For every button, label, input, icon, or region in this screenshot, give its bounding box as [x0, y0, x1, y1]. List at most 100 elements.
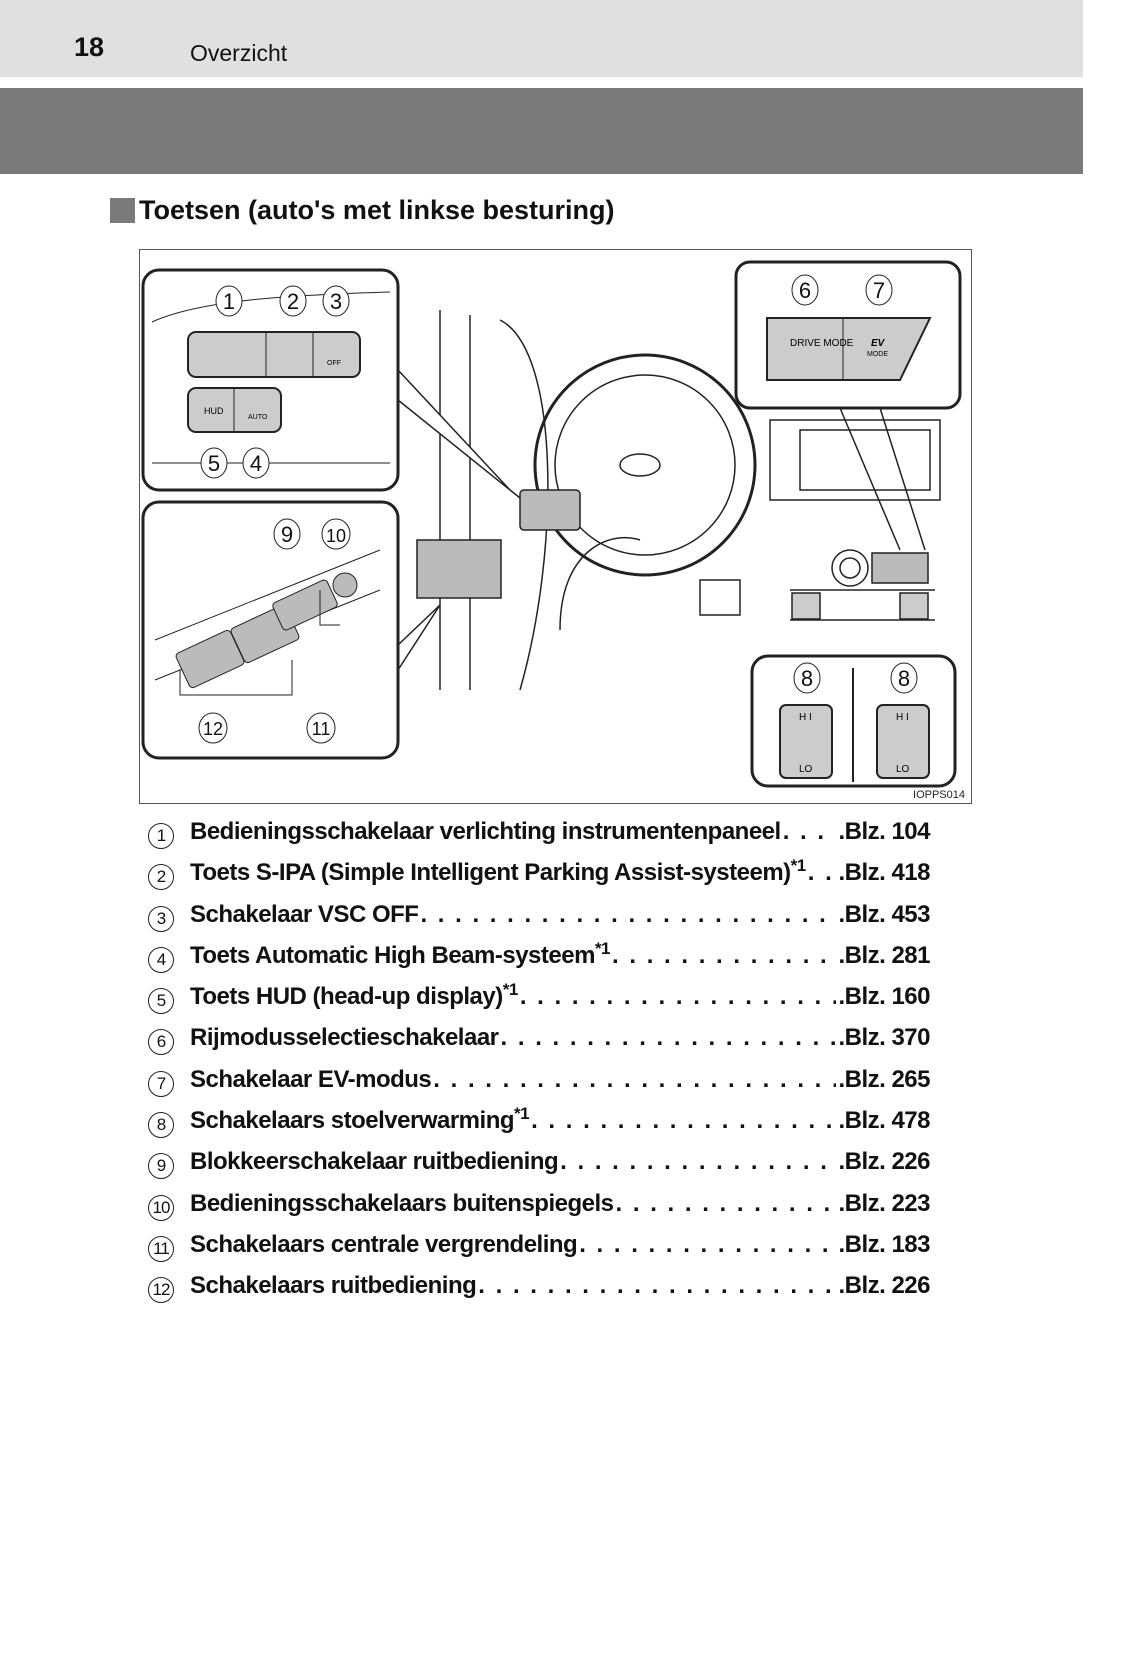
legend-item: 4 Toets Automatic High Beam-systeem*1 .B… — [148, 939, 930, 980]
page-reference: .Blz. 183 — [838, 1230, 930, 1258]
callout-12: 12 — [198, 712, 228, 744]
page-reference: .Blz. 418 — [838, 859, 930, 887]
item-label: Schakelaar VSC OFF — [190, 900, 419, 928]
item-number: 3 — [148, 905, 174, 932]
callout-2: 2 — [279, 285, 307, 317]
callout-4: 4 — [242, 447, 270, 479]
ev-label: EV — [871, 338, 886, 349]
svg-text:2: 2 — [287, 289, 299, 314]
page-reference: .Blz. 265 — [838, 1065, 930, 1093]
svg-text:1: 1 — [223, 289, 235, 314]
item-label: Blokkeerschakelaar ruitbediening — [190, 1148, 559, 1176]
dashboard-drawing: OFF HUD AUTO DRIVE MODE EV MODE H I H I … — [141, 260, 962, 788]
svg-text:8: 8 — [801, 666, 813, 691]
item-number: 2 — [148, 864, 174, 891]
hi-label-left: H I — [799, 712, 812, 723]
callout-9: 9 — [273, 518, 301, 550]
item-number: 10 — [148, 1194, 174, 1221]
legend-item: 2 Toets S-IPA (Simple Intelligent Parkin… — [148, 856, 930, 897]
item-number: 9 — [148, 1153, 174, 1180]
legend-item: 3 Schakelaar VSC OFF .Blz. 453 — [148, 898, 930, 939]
legend-item: 8 Schakelaars stoelverwarming*1 .Blz. 47… — [148, 1104, 930, 1145]
item-number: 12 — [148, 1277, 174, 1304]
callout-5: 5 — [200, 447, 228, 479]
dot-leader — [579, 1231, 836, 1259]
inset-seat-heaters: H I H I LO LO — [750, 654, 957, 788]
svg-text:4: 4 — [250, 451, 262, 476]
item-number: 8 — [148, 1112, 174, 1139]
item-label: Schakelaars ruitbediening — [190, 1272, 477, 1300]
legend-item: 12 Schakelaars ruitbediening .Blz. 226 — [148, 1269, 930, 1310]
svg-text:6: 6 — [799, 278, 811, 303]
item-label: Toets S-IPA (Simple Intelligent Parking … — [190, 856, 806, 887]
callout-7: 7 — [865, 274, 893, 306]
ev-mode-label: MODE — [867, 351, 888, 358]
svg-text:5: 5 — [208, 451, 220, 476]
hi-label-right: H I — [896, 712, 909, 723]
off-label: OFF — [327, 360, 341, 367]
legend-item: 10 Bedieningsschakelaars buitenspiegels … — [148, 1187, 930, 1228]
dashboard-illustration: OFF HUD AUTO DRIVE MODE EV MODE H I H I … — [139, 249, 972, 804]
svg-text:3: 3 — [330, 289, 342, 314]
item-number: 11 — [148, 1235, 174, 1262]
legend-item: 11 Schakelaars centrale vergrendeling .B… — [148, 1228, 930, 1269]
legend-list: 1 Bedieningsschakelaar verlichting instr… — [148, 815, 930, 1311]
callout-8-left: 8 — [793, 662, 821, 694]
item-label: Bedieningsschakelaar verlichting instrum… — [190, 818, 781, 845]
item-label: Schakelaar EV-modus — [190, 1065, 432, 1093]
svg-text:7: 7 — [873, 278, 885, 303]
legend-item: 6 Rijmodusselectieschakelaar .Blz. 370 — [148, 1021, 930, 1062]
callout-3: 3 — [322, 285, 350, 317]
legend-item: 5 Toets HUD (head-up display)*1 .Blz. 16… — [148, 980, 930, 1021]
item-number: 7 — [148, 1070, 174, 1097]
dot-leader — [612, 942, 836, 970]
page-reference: .Blz. 453 — [838, 900, 930, 928]
svg-text:12: 12 — [203, 719, 223, 739]
svg-text:10: 10 — [326, 526, 346, 546]
section-marker-icon — [110, 198, 135, 223]
section-title: Toetsen (auto's met linkse besturing) — [139, 195, 615, 225]
item-label: Schakelaars stoelverwarming*1 — [190, 1104, 530, 1135]
page-reference: .Blz. 281 — [838, 941, 930, 969]
page-reference: .Blz. 370 — [838, 1024, 930, 1052]
legend-item: 7 Schakelaar EV-modus .Blz. 265 — [148, 1063, 930, 1104]
dot-leader — [783, 818, 837, 846]
lo-label-right: LO — [896, 764, 910, 775]
item-label: Toets Automatic High Beam-systeem*1 — [190, 938, 611, 969]
dot-leader — [433, 1066, 836, 1094]
item-label: Bedieningsschakelaars buitenspiegels — [190, 1189, 614, 1217]
svg-text:8: 8 — [898, 666, 910, 691]
item-number: 1 — [148, 823, 174, 849]
item-number: 6 — [148, 1029, 174, 1056]
callout-6: 6 — [791, 274, 819, 306]
inset-door-switches — [141, 500, 400, 760]
dot-leader — [531, 1107, 836, 1135]
page-reference: .Blz. 104 — [838, 818, 930, 845]
legend-item: 1 Bedieningsschakelaar verlichting instr… — [148, 815, 930, 856]
item-label: Toets HUD (head-up display)*1 — [190, 980, 518, 1011]
item-number: 5 — [148, 988, 174, 1015]
figure-code: IOPPS014 — [913, 789, 965, 801]
callout-10: 10 — [321, 518, 351, 550]
chapter-title: Overzicht — [190, 40, 288, 66]
item-label: Schakelaars centrale vergrendeling — [190, 1230, 578, 1258]
page-reference: .Blz. 478 — [838, 1107, 930, 1135]
page-reference: .Blz. 160 — [838, 983, 930, 1011]
page-reference: .Blz. 226 — [838, 1148, 930, 1176]
hud-label: HUD — [204, 406, 224, 416]
section-heading: Toetsen (auto's met linkse besturing) — [110, 195, 615, 226]
item-number: 4 — [148, 946, 174, 973]
item-label: Rijmodusselectieschakelaar — [190, 1024, 499, 1052]
callout-11: 11 — [306, 712, 336, 744]
page-reference: .Blz. 223 — [838, 1189, 930, 1217]
dot-leader — [501, 1024, 837, 1052]
lo-label-left: LO — [799, 764, 813, 775]
auto-label: AUTO — [248, 414, 268, 421]
drive-mode-label: DRIVE MODE — [790, 338, 854, 349]
page-reference: .Blz. 226 — [838, 1272, 930, 1300]
callout-1: 1 — [215, 285, 243, 317]
legend-item: 9 Blokkeerschakelaar ruitbediening .Blz.… — [148, 1145, 930, 1186]
inset-drive-mode: DRIVE MODE EV MODE — [734, 260, 962, 410]
dot-leader — [616, 1190, 837, 1218]
